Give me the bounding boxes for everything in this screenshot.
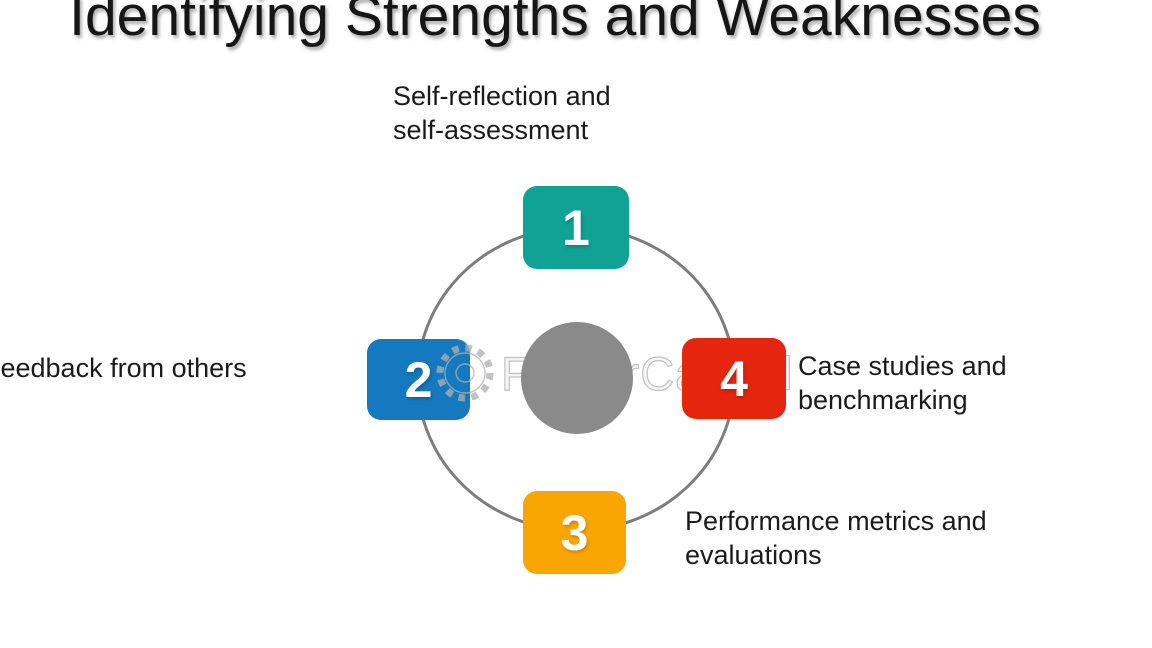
step-number-4: 4 xyxy=(720,350,748,407)
gear-icon xyxy=(433,341,497,405)
step-box-1: 1 xyxy=(523,186,629,269)
step-label-3: Performance metrics and evaluations xyxy=(685,506,987,570)
center-circle xyxy=(521,322,633,434)
step-label-2: Feedback from others xyxy=(0,353,247,383)
page-title: Identifying Strengths and Weaknesses xyxy=(69,0,1041,48)
step-box-4: 4 xyxy=(682,338,786,419)
step-label-1: Self-reflection and self-assessment xyxy=(393,81,611,145)
step-box-2: 2 xyxy=(367,339,470,420)
step-box-3: 3 xyxy=(523,491,626,574)
step-number-2: 2 xyxy=(404,351,433,408)
step-number-3: 3 xyxy=(560,504,589,561)
step-number-1: 1 xyxy=(562,199,590,256)
step-label-4: Case studies and benchmarking xyxy=(798,351,1007,415)
